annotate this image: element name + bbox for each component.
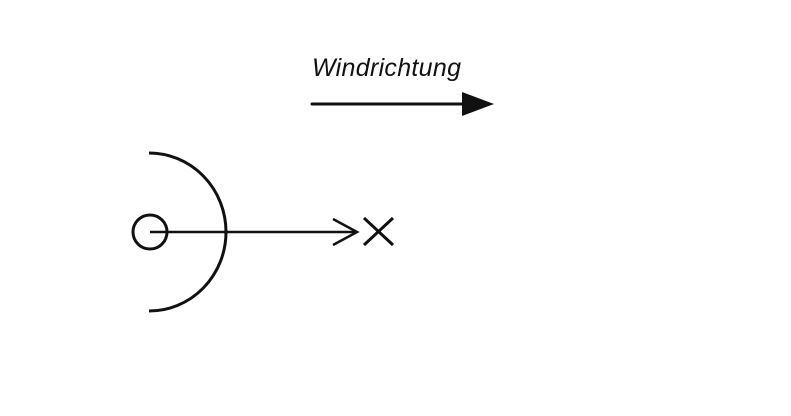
- wind-arrow-head: [462, 92, 494, 116]
- wind-direction-label: Windrichtung: [312, 54, 462, 82]
- flow-arrow-head: [332, 217, 360, 247]
- wind-direction-arrow: [310, 92, 494, 116]
- x-marker-stroke-2: [362, 216, 395, 247]
- flow-arrow: [150, 217, 360, 247]
- target-x-marker: [362, 216, 395, 247]
